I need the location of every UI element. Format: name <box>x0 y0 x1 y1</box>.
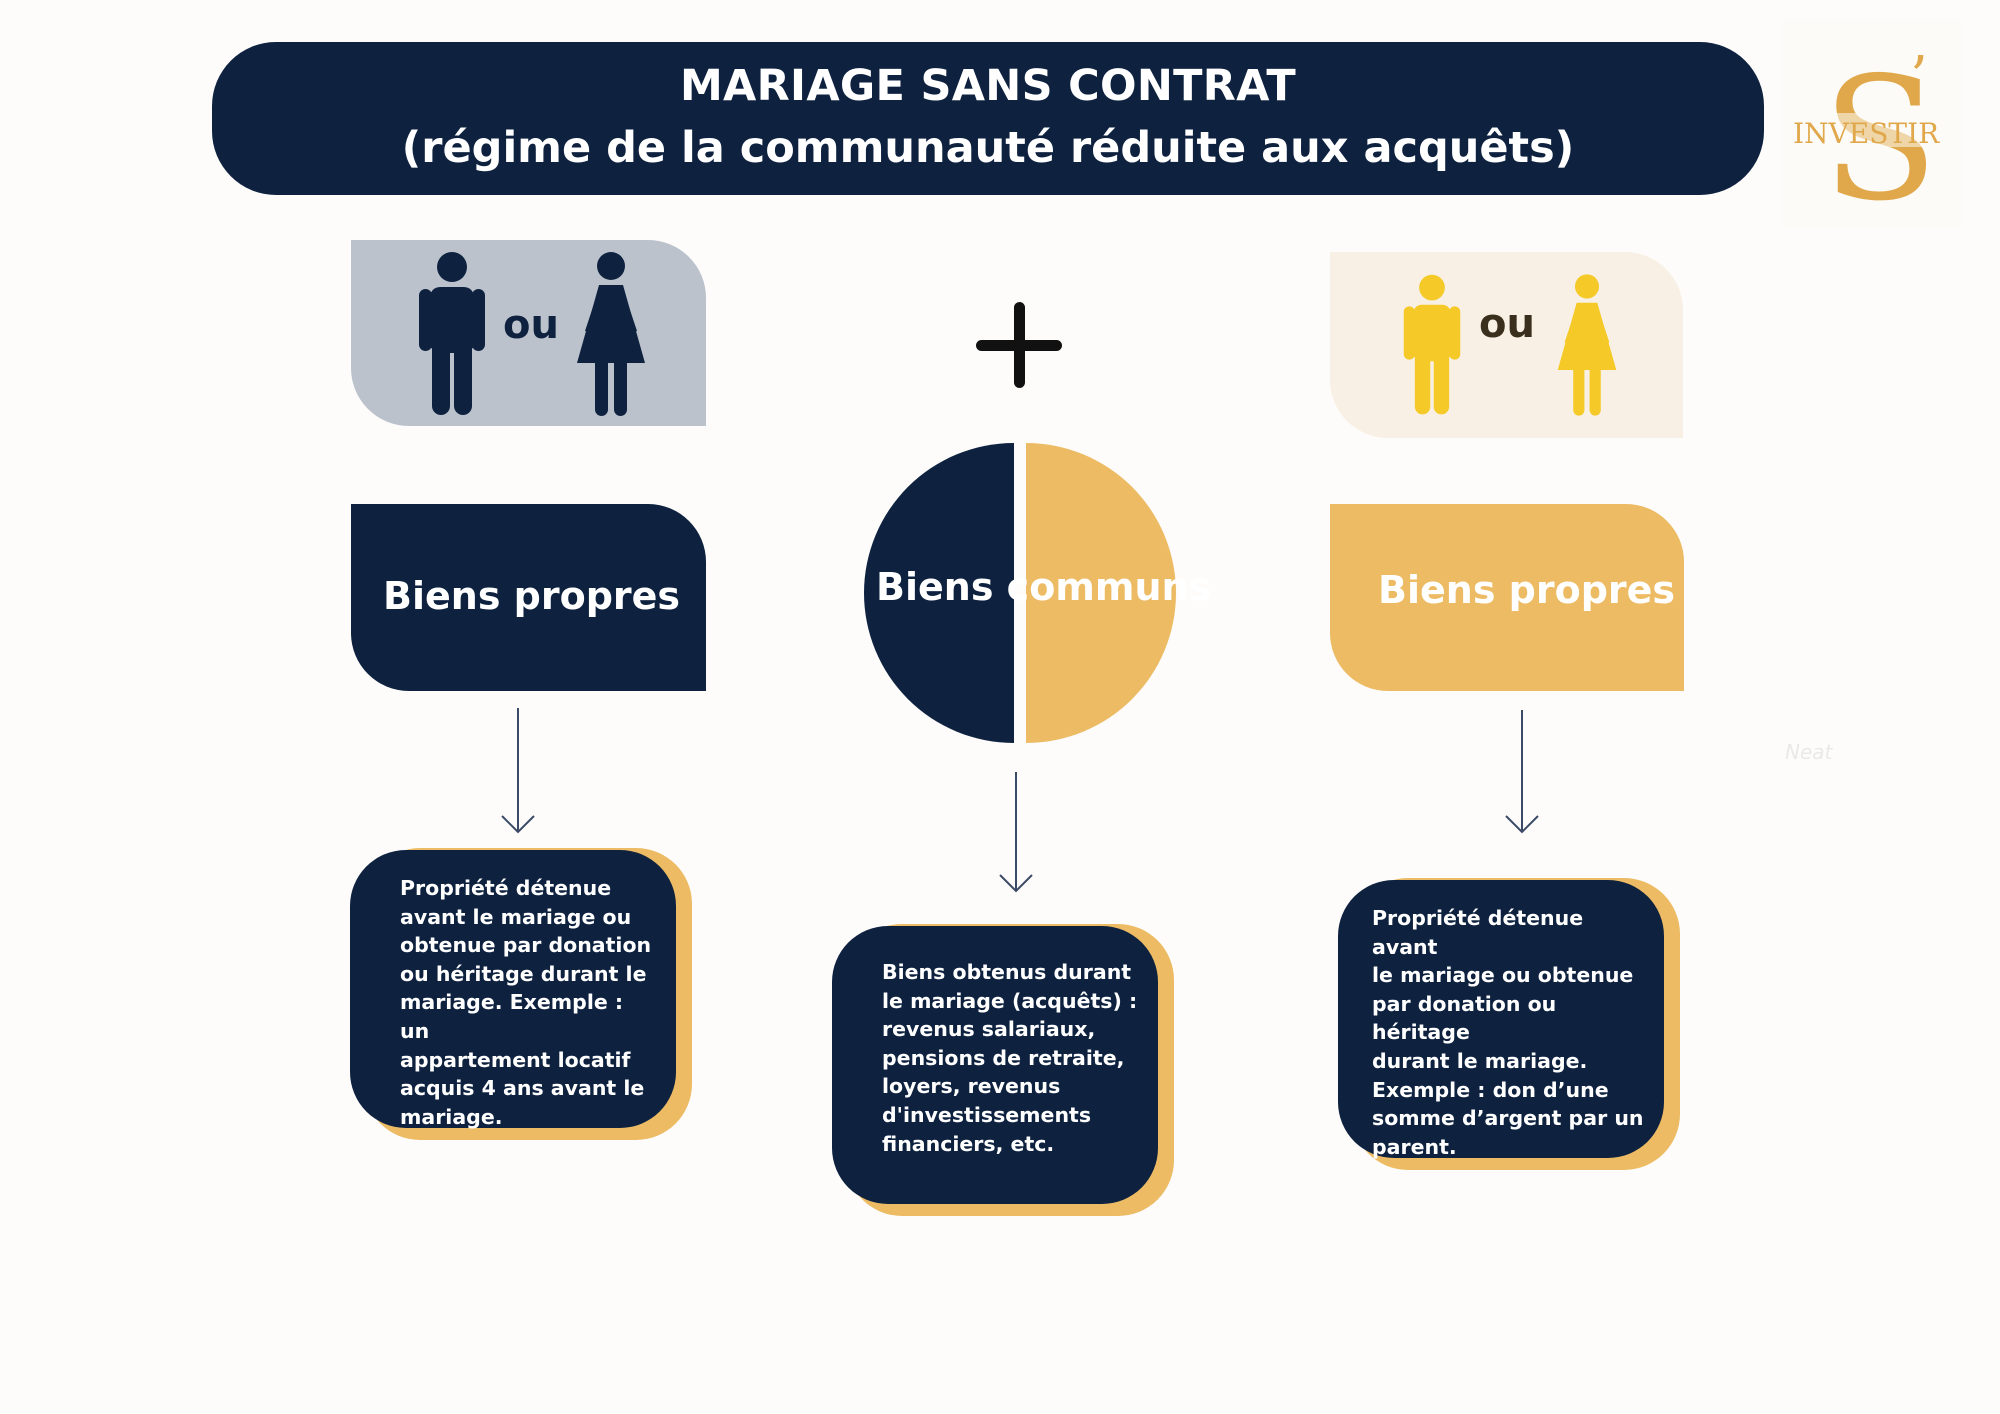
right-biens-propres-box: Biens propres <box>1330 504 1684 691</box>
woman-icon <box>577 252 645 416</box>
arrow-down-icon <box>501 708 535 834</box>
right-description-text: Propriété détenue avant le mariage ou ob… <box>1372 906 1644 1159</box>
biens-communs-label: Biens communs <box>876 565 1212 609</box>
logo: S ’ INVESTIR <box>1782 18 1962 239</box>
biens-communs-circle <box>864 443 1176 743</box>
left-description-text: Propriété détenue avant le mariage ou ob… <box>400 876 652 1129</box>
watermark: Neat <box>1785 740 1833 764</box>
left-biens-propres-box: Biens propres <box>351 504 706 691</box>
right-biens-propres-label: Biens propres <box>1378 568 1676 612</box>
plus-icon <box>976 302 1062 388</box>
arrow-down-icon <box>1505 710 1539 834</box>
right-person-panel: ou <box>1330 252 1683 438</box>
center-description-text: Biens obtenus durant le mariage (acquêts… <box>882 960 1138 1156</box>
right-description-card: Propriété détenue avant le mariage ou ob… <box>1338 880 1664 1159</box>
left-ou-label: ou <box>503 302 559 348</box>
woman-icon <box>1557 274 1617 416</box>
left-person-panel: ou <box>351 240 706 426</box>
man-icon <box>419 252 485 415</box>
arrow-down-icon <box>999 772 1033 893</box>
title-banner: MARIAGE SANS CONTRAT (régime de la commu… <box>212 42 1764 195</box>
left-biens-propres-label: Biens propres <box>383 574 681 618</box>
center-description-card: Biens obtenus durant le mariage (acquêts… <box>832 926 1158 1204</box>
logo-apostrophe: ’ <box>1910 45 1928 110</box>
right-ou-label: ou <box>1479 301 1535 347</box>
page-title: MARIAGE SANS CONTRAT <box>679 60 1297 111</box>
left-description-card: Propriété détenue avant le mariage ou ob… <box>350 850 676 1129</box>
circle-half-gold <box>1026 443 1176 743</box>
page-subtitle: (régime de la communauté réduite aux acq… <box>401 122 1575 173</box>
man-icon <box>1403 274 1461 415</box>
logo-text: INVESTIR <box>1793 117 1940 150</box>
circle-half-navy <box>864 443 1014 743</box>
